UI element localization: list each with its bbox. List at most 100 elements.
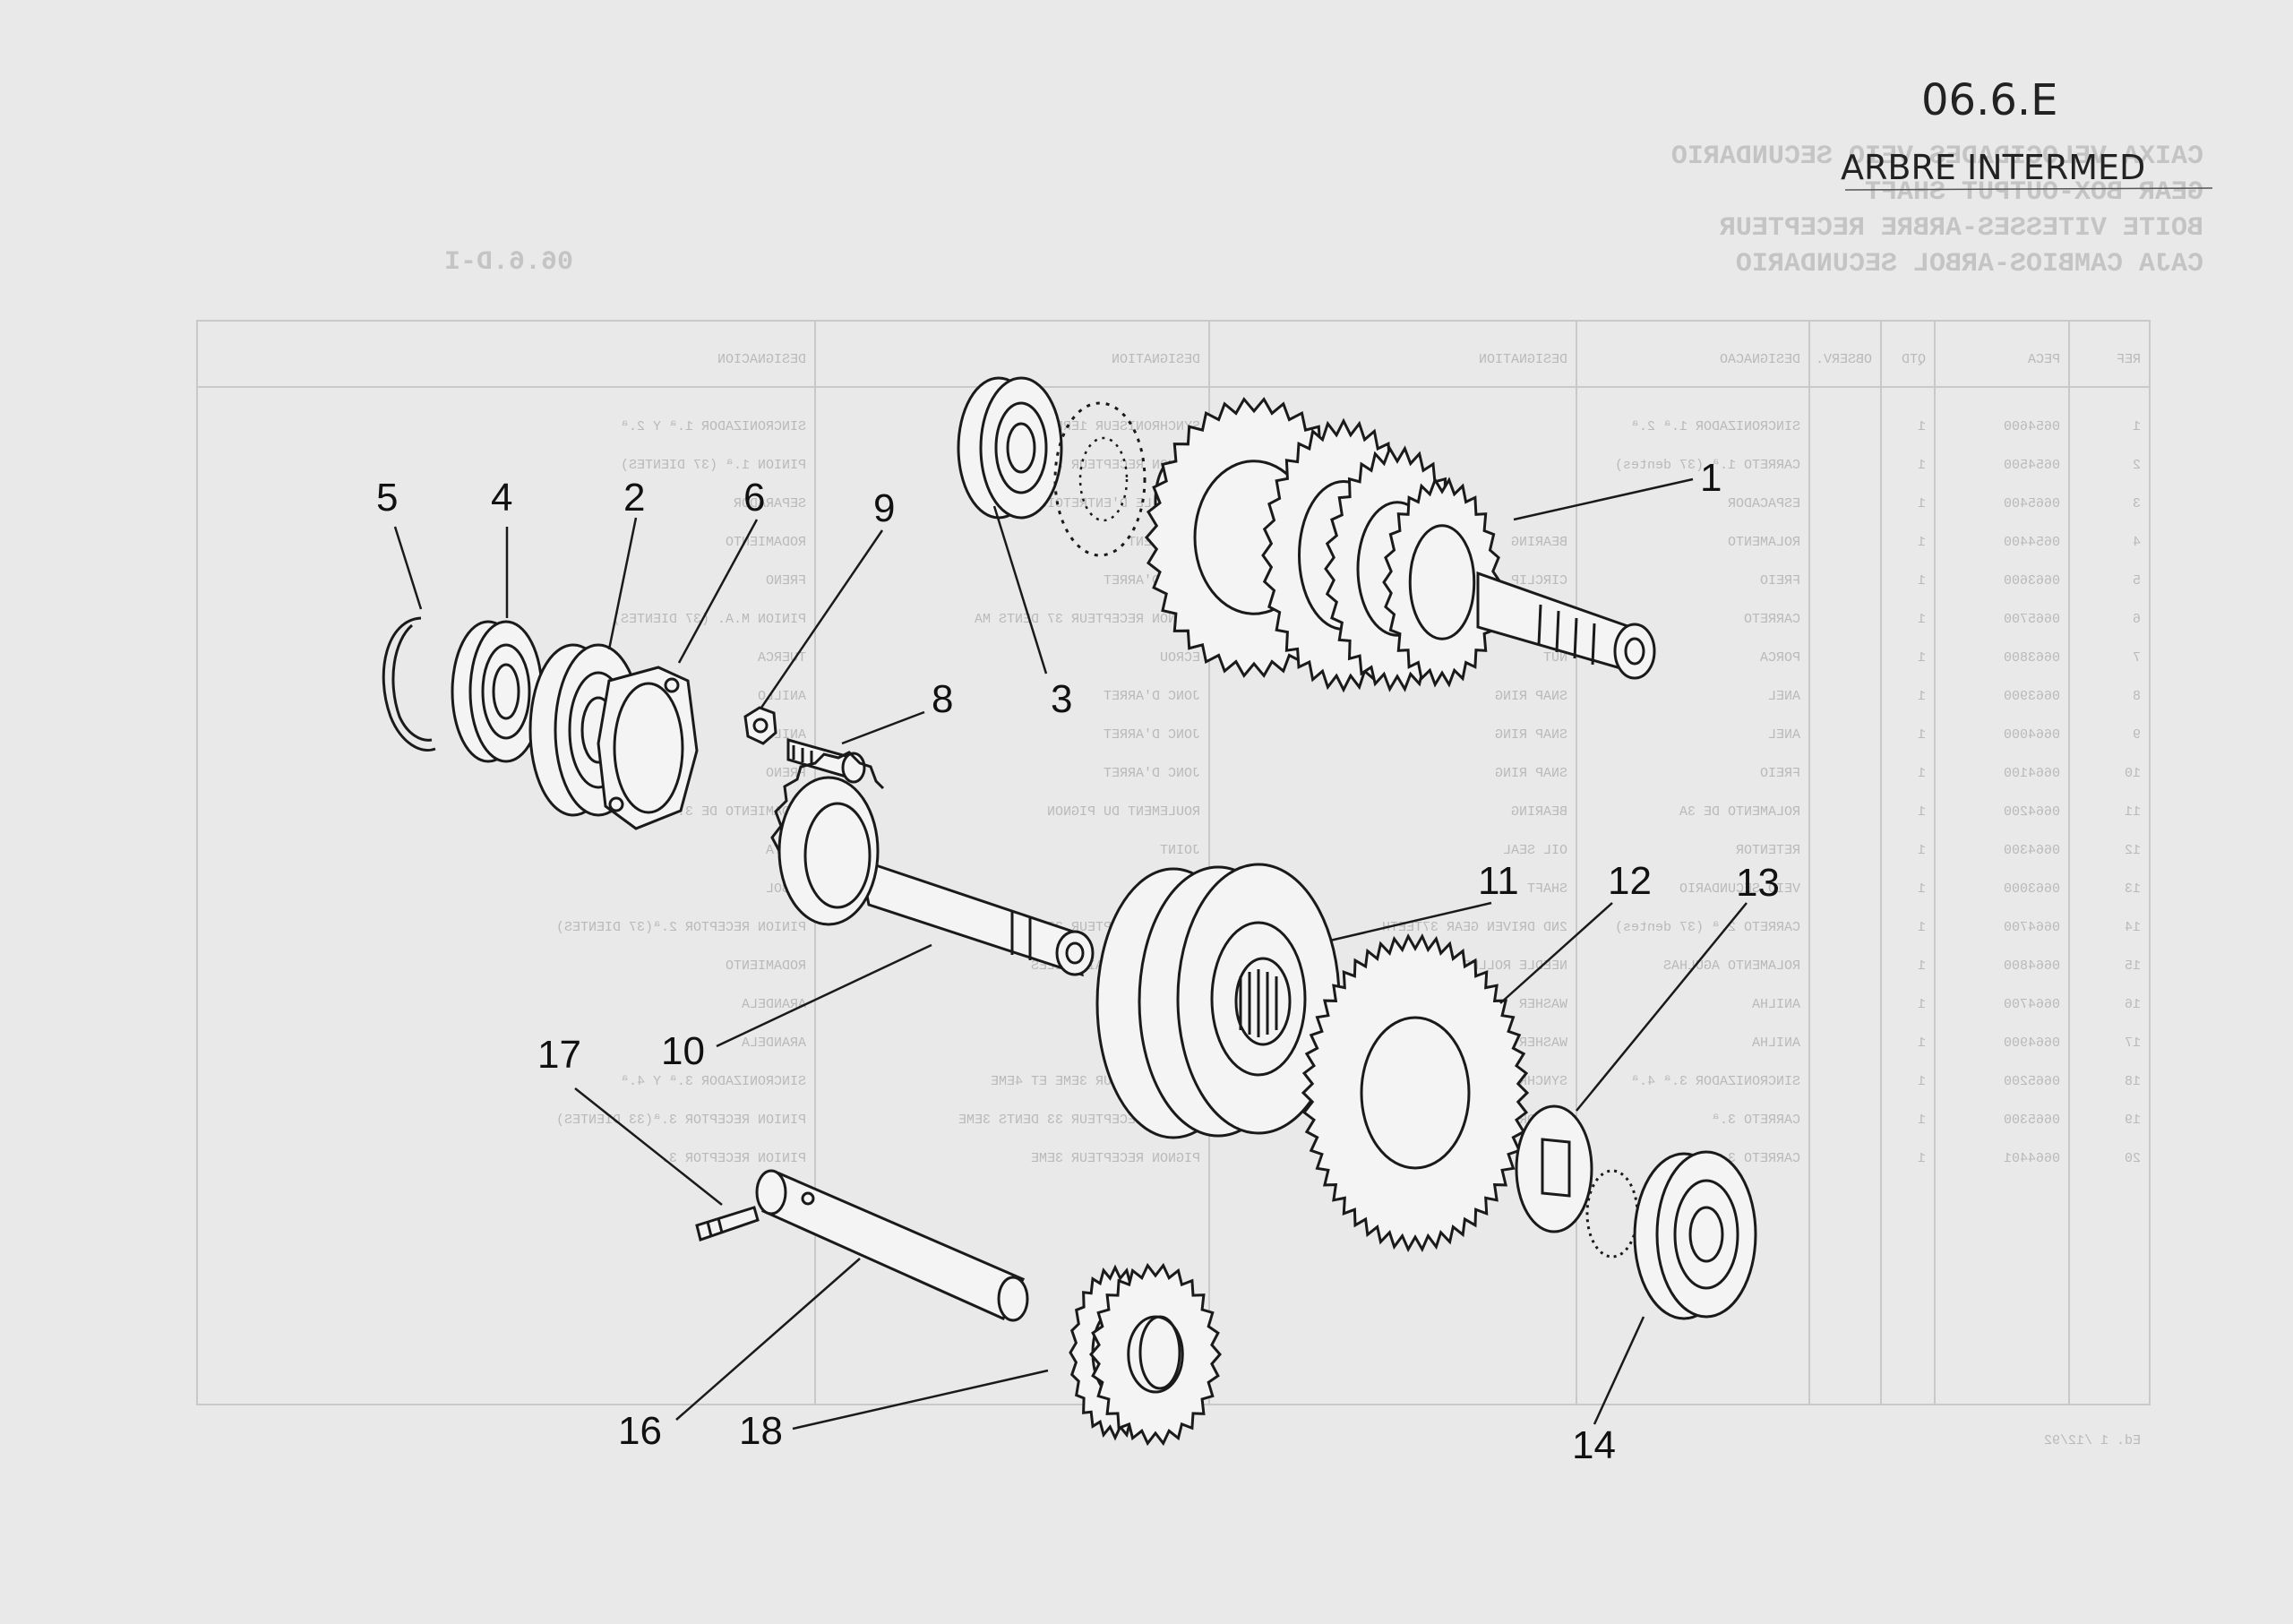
showthrough-table-cell: 11 xyxy=(2125,804,2141,820)
part-5-circlip xyxy=(382,616,436,752)
showthrough-table-cell: JONC D'ARRET xyxy=(1104,727,1200,743)
showthrough-table-cell: 1 xyxy=(1918,727,1926,743)
needle-bearing-dotted-small xyxy=(1585,1169,1639,1259)
showthrough-table-cell: RODAMIENTO xyxy=(726,535,806,550)
showthrough-table-cell: PINION RECEPTOR 3. xyxy=(661,1151,806,1166)
showthrough-table-cell: FRENO xyxy=(766,573,806,589)
showthrough-table-cell: SINCRONIZADOR 1.ª Y 2.ª xyxy=(621,419,806,434)
showthrough-table-cell: 2 xyxy=(2133,458,2141,473)
showthrough-table-cell: 1 xyxy=(1918,1151,1926,1166)
showthrough-table-cell: PINION M.A. (37 DIENTES) xyxy=(613,612,806,627)
part-6-retainer-plate xyxy=(597,666,699,830)
caption-underline xyxy=(1844,187,2213,191)
showthrough-table-cell: 1 xyxy=(1918,535,1926,550)
leader-lines xyxy=(393,477,1748,1431)
showthrough-table-cell: 0654600 xyxy=(2004,419,2060,434)
showthrough-table-cell: 1 xyxy=(1918,419,1926,434)
showthrough-table-cell: ROULEMENT DU PIGNON xyxy=(1047,804,1200,820)
showthrough-table-cell: SEPARADOR xyxy=(734,496,806,511)
showthrough-column-headers: REFPECAQTDOBSERV.DESIGNACAODESIGNATIONDE… xyxy=(717,352,2141,367)
part-9-nut xyxy=(743,706,777,745)
showthrough-table-cell: 0664700 xyxy=(2004,997,2060,1012)
showthrough-table-cell: 20 xyxy=(2125,1151,2141,1166)
needle-bearing-dotted xyxy=(1053,401,1146,557)
showthrough-table-cell: NUT xyxy=(1543,650,1567,666)
showthrough-ref-code: 06.6.D-I xyxy=(444,247,573,278)
showthrough-table-cell: PORCA xyxy=(1760,650,1800,666)
showthrough-table-cell: CARRETO xyxy=(1744,612,1800,627)
showthrough-table-cell: JONC D'ARRET xyxy=(1104,766,1200,781)
showthrough-table-cell: 1 xyxy=(1918,458,1926,473)
callout-11: 11 xyxy=(1478,859,1519,903)
callout-14: 14 xyxy=(1572,1423,1616,1467)
showthrough-column-header: REF xyxy=(2117,352,2141,367)
showthrough-table-cell: 10 xyxy=(2125,766,2141,781)
showthrough-table-cell: 0665700 xyxy=(2004,612,2060,627)
part-callouts: 5 4 2 6 9 8 3 1 10 11 12 13 14 17 16 18 xyxy=(376,456,1780,1467)
showthrough-table-cell: FREIO xyxy=(1760,573,1800,589)
showthrough-table-cell: 0664100 xyxy=(2004,766,2060,781)
showthrough-table-cell: 0663600 xyxy=(2004,573,2060,589)
showthrough-table-cell: TUERCA xyxy=(758,650,806,666)
showthrough-table-cell: ANILLO xyxy=(758,689,806,704)
showthrough-footer: Ed. 1 /12/92 xyxy=(2044,1433,2141,1448)
showthrough-table-cell: ANILHA xyxy=(1752,997,1800,1012)
showthrough-table-cell: 0654400 xyxy=(2004,535,2060,550)
showthrough-table-cell: JOINT xyxy=(1160,843,1200,858)
showthrough-table-cell: 0664800 xyxy=(2004,958,2060,974)
part-3-bearing xyxy=(957,376,1063,520)
showthrough-table-cell: ROLAMENTO AGULHAS xyxy=(1663,958,1800,974)
showthrough-table-cell: 4 xyxy=(2133,535,2141,550)
showthrough-table-cell: 17 xyxy=(2125,1035,2141,1051)
showthrough-table-cell: 1 xyxy=(1918,958,1926,974)
showthrough-table-cell: 1 xyxy=(1918,881,1926,897)
showthrough-column-header: DESIGNACAO xyxy=(1720,352,1800,367)
showthrough-table-cell: CARRETO 1.ª (37 dentes) xyxy=(1615,458,1800,473)
showthrough-column-header: DESIGNACION xyxy=(717,352,806,367)
showthrough-layer: CAIXA VELOCIDADES-VEIO SECUNDARIO GEAR B… xyxy=(196,142,2203,1448)
showthrough-table-cell: 0664900 xyxy=(2004,1035,2060,1051)
showthrough-table-cell: ROLAMENTO xyxy=(1728,535,1800,550)
showthrough-table-cell: ANILHA xyxy=(1752,1035,1800,1051)
part-14-bearing xyxy=(1633,1150,1757,1320)
showthrough-table-cell: CARRETO 3.ª xyxy=(1712,1151,1800,1166)
showthrough-table-cell: RODAMIENTO xyxy=(726,958,806,974)
showthrough-table-cell: 0664000 xyxy=(2004,727,2060,743)
showthrough-table-cell: SINCRONIZADOR 3.ª Y 4.ª xyxy=(621,1074,806,1089)
showthrough-table-cell: BEARING xyxy=(1511,804,1567,820)
showthrough-table-cell: 0665200 xyxy=(2004,1074,2060,1089)
showthrough-table-cell: SHAFT xyxy=(1527,881,1567,897)
showthrough-table-cell: 1 xyxy=(1918,612,1926,627)
showthrough-column-header: DESIGNATION xyxy=(1112,352,1200,367)
showthrough-table-cell: SINCRONIZADOR 3.ª 4.ª xyxy=(1631,1074,1800,1089)
showthrough-column-header: PECA xyxy=(2028,352,2060,367)
showthrough-table-cell: 1 xyxy=(2133,419,2141,434)
showthrough-table-cell: 14 xyxy=(2125,920,2141,935)
showthrough-table-cell: 1 xyxy=(1918,920,1926,935)
showthrough-column-header: DESIGNATION xyxy=(1479,352,1567,367)
showthrough-table-cell: 13 xyxy=(2125,881,2141,897)
showthrough-table-cell: PINION RECEPTOR 3.ª(33 DIENTES) xyxy=(556,1113,806,1128)
showthrough-table-cell: 7 xyxy=(2133,650,2141,666)
showthrough-table-cell: 0664200 xyxy=(2004,804,2060,820)
showthrough-table-cell: ANEL xyxy=(1768,689,1800,704)
showthrough-table-cell: 18 xyxy=(2125,1074,2141,1089)
callout-4: 4 xyxy=(491,476,512,520)
showthrough-column-header: QTD xyxy=(1902,352,1926,367)
showthrough-table-cell: PIGNON RECEPTEUR 3EME xyxy=(1031,1151,1200,1166)
showthrough-table-cell: 9 xyxy=(2133,727,2141,743)
showthrough-table-cell: FRENO xyxy=(766,766,806,781)
callout-13: 13 xyxy=(1736,861,1780,905)
showthrough-table-cell: 6 xyxy=(2133,612,2141,627)
showthrough-table-cell: 1 xyxy=(1918,766,1926,781)
showthrough-table-cell: ECROU xyxy=(1160,650,1200,666)
part-12-large-gear xyxy=(1301,932,1530,1253)
showthrough-table-cell: RETENTOR xyxy=(1736,843,1800,858)
page-code: 06.6.E xyxy=(1921,75,2057,125)
showthrough-table-cell: 0664700 xyxy=(2004,920,2060,935)
callout-18: 18 xyxy=(739,1409,783,1453)
callout-2: 2 xyxy=(623,476,645,520)
showthrough-table-cell: WASHER xyxy=(1519,1035,1567,1051)
part-11-synchronizer xyxy=(1095,863,1341,1139)
